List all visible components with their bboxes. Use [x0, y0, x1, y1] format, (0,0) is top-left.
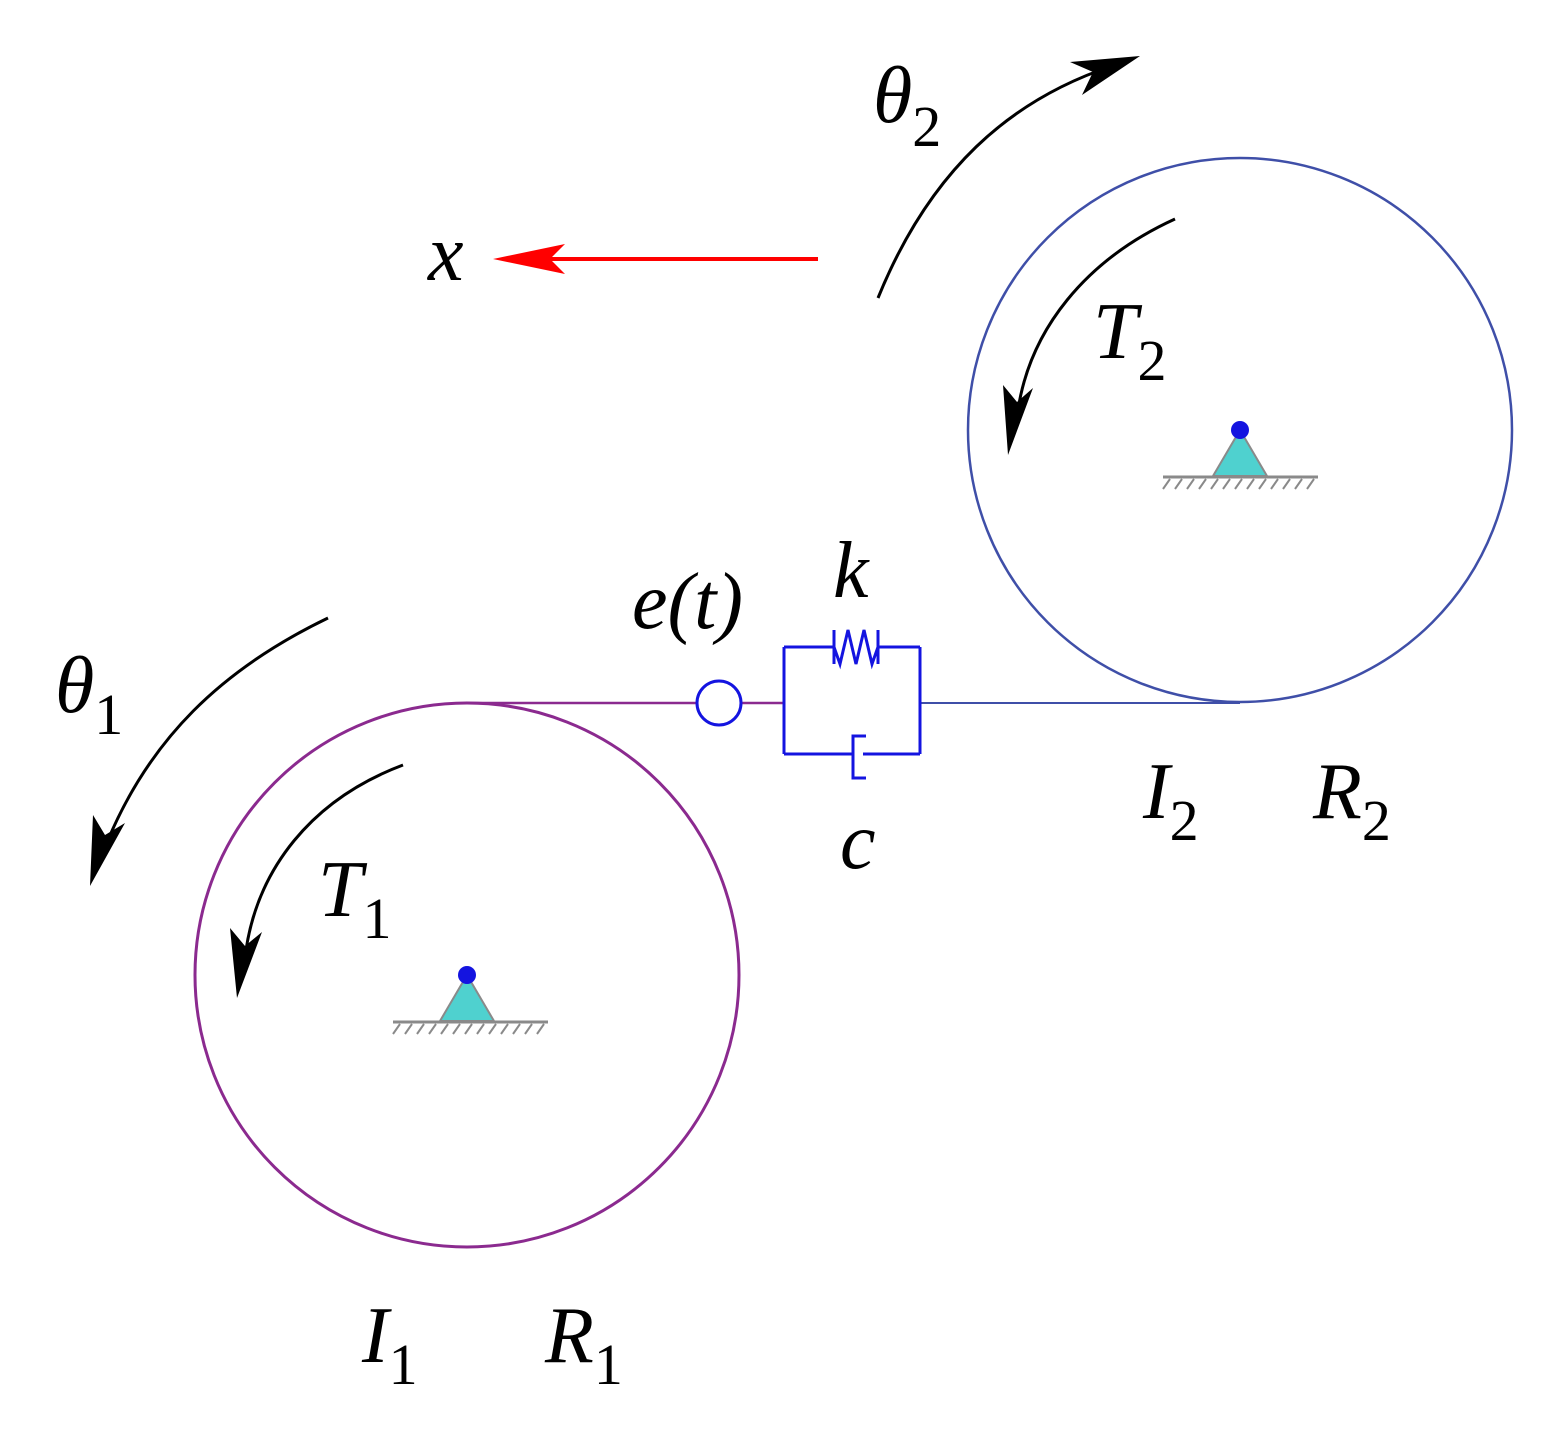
radius1-label: R1 — [544, 1292, 623, 1397]
spring-icon — [784, 629, 920, 670]
torque1-label: T1 — [318, 846, 392, 951]
inertia1-label: I1 — [361, 1292, 418, 1397]
theta1-arrowhead — [90, 815, 125, 886]
theta1-arc — [106, 616, 329, 841]
spring-damper-element — [782, 629, 922, 780]
error-label: e(t) — [632, 558, 743, 646]
damper-icon — [851, 734, 866, 780]
pivot-support-1 — [392, 966, 548, 1035]
x-direction-arrowhead — [493, 244, 565, 274]
torque1-arrowhead — [230, 928, 262, 998]
damping-label: c — [840, 798, 876, 886]
radius2-label: R2 — [1312, 748, 1391, 853]
torque2-arrowhead — [1003, 385, 1033, 455]
inertia2-label: I2 — [1142, 748, 1199, 853]
torque2-arc — [1016, 217, 1176, 411]
theta2-label: θ2 — [873, 52, 941, 159]
theta1-label: θ1 — [55, 642, 123, 747]
torque2-label: T2 — [1093, 288, 1167, 393]
stiffness-label: k — [833, 527, 870, 615]
x-axis-label: x — [427, 210, 464, 298]
pivot-support-2 — [1162, 421, 1318, 490]
theta2-arrowhead — [1070, 56, 1140, 95]
error-excitation-icon — [695, 679, 743, 727]
theta2-arc — [876, 64, 1113, 299]
torque1-arc — [244, 763, 404, 951]
